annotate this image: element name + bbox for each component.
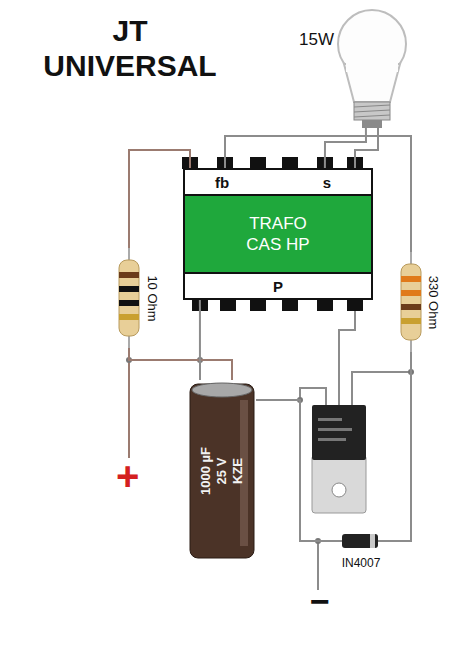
- transformer-top-band: fb s: [185, 170, 371, 194]
- capacitor-rating: KZE: [230, 458, 246, 484]
- resistor-symbol: 10 Ohm: [112, 248, 162, 348]
- capacitor-rating: 1000 µF: [198, 447, 214, 495]
- resistor-label-holder: 330 Ohm: [424, 252, 444, 352]
- diode-part-number: IN4007: [328, 556, 394, 570]
- winding-label: fb: [215, 174, 229, 191]
- diagram-title: JT UNIVERSAL: [30, 14, 230, 83]
- polarity-label: +: [116, 456, 139, 496]
- diode-symbol: IN4007: [328, 526, 394, 578]
- capacitor-label-holder: 1000 µF25 VKZE: [194, 391, 250, 551]
- wattage-label: 15W: [299, 30, 334, 50]
- transformer-bottom-band: P: [185, 274, 371, 298]
- transformer-box: fb sTRAFO CAS HP P: [183, 168, 373, 300]
- winding-label: P: [273, 278, 283, 295]
- wire: [199, 300, 201, 380]
- static-wires: [129, 311, 411, 590]
- junction-dots: [126, 357, 414, 544]
- wire: [129, 348, 232, 380]
- wire: [129, 150, 190, 248]
- diode-drawing: [328, 526, 394, 578]
- capacitor-rating: 25 V: [214, 458, 230, 485]
- capacitor-symbol: 1000 µF25 VKZE: [188, 380, 256, 562]
- wire: [355, 128, 378, 168]
- wire: [256, 400, 328, 541]
- transistor-symbol: [312, 405, 366, 513]
- bulb-lamp: 15W: [298, 6, 412, 128]
- wire: [325, 128, 366, 168]
- resistor-value: 10 Ohm: [145, 275, 160, 321]
- transformer-name: TRAFO CAS HP: [238, 213, 318, 256]
- polarity-label: −: [310, 584, 330, 618]
- bulb-drawing: [298, 6, 412, 128]
- resistor-value: 330 Ohm: [427, 275, 442, 328]
- transformer-core-band: TRAFO CAS HP: [185, 194, 371, 274]
- winding-label: s: [323, 174, 331, 191]
- wire: [394, 352, 411, 541]
- resistor-symbol: 330 Ohm: [394, 252, 448, 352]
- resistor-label-holder: 10 Ohm: [142, 248, 162, 348]
